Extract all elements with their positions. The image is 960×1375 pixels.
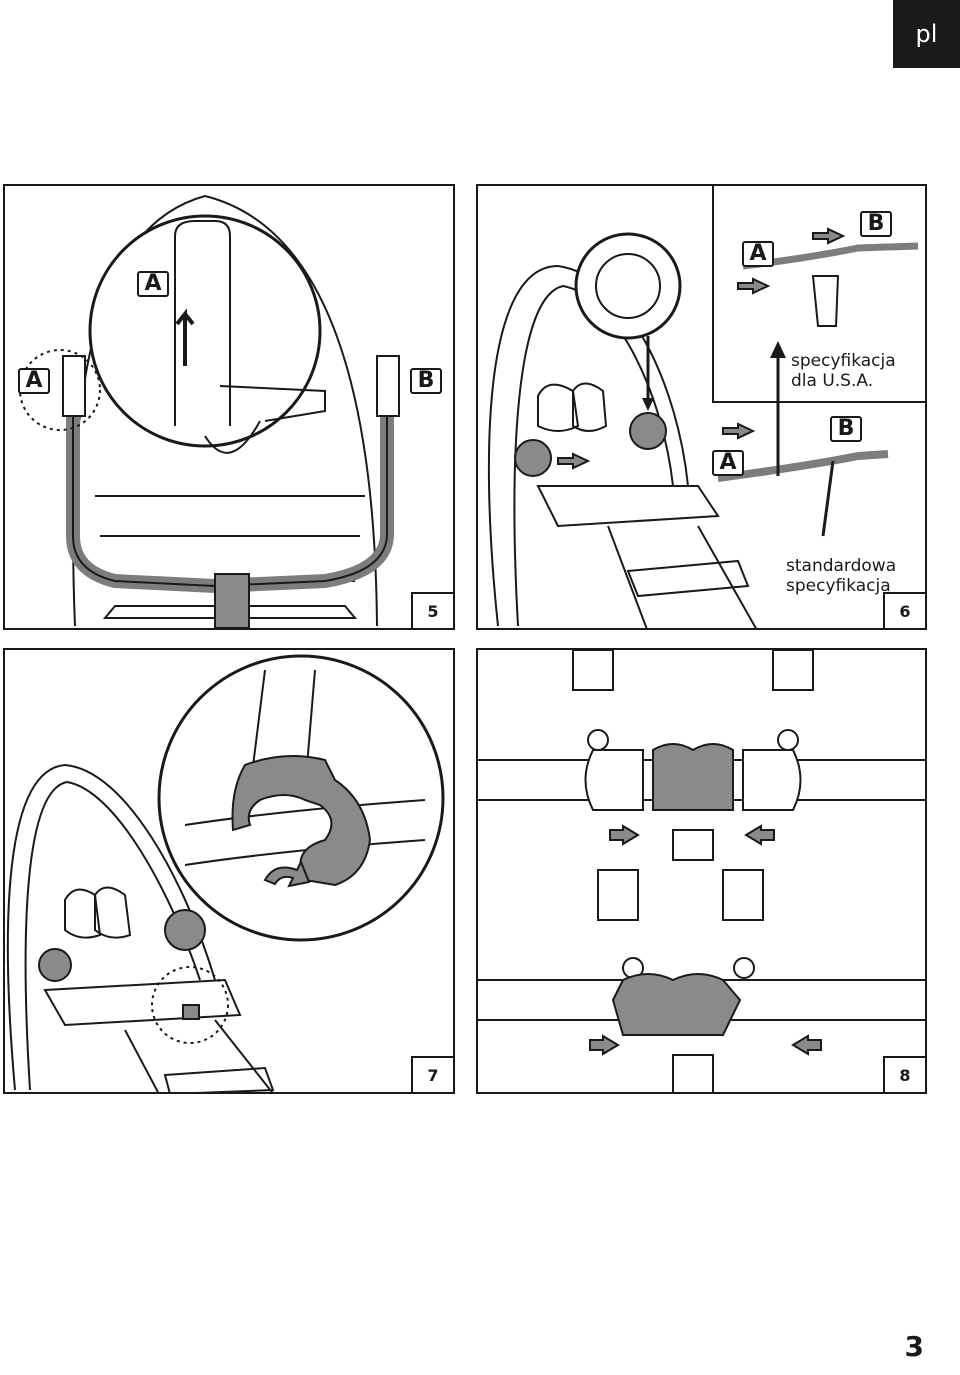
rotate-arrow (263, 859, 311, 888)
step-5-number: 5 (411, 592, 453, 628)
inset-arrow-a (737, 277, 771, 295)
pull-arrow-left (589, 1034, 620, 1056)
buckle-highlight-circle (151, 966, 229, 1044)
step-5-panel: A A B 5 (3, 184, 455, 630)
step-8-panel: 8 (476, 648, 927, 1094)
label-a-usa: A (742, 241, 774, 267)
language-tab: pl (893, 0, 960, 68)
step-5-illustration (19, 194, 400, 628)
step-6-panel: A B A B specyfikacja dla U.S.A. standard… (476, 184, 927, 630)
step-7-number: 7 (411, 1056, 453, 1092)
label-b-usa: B (860, 211, 892, 237)
label-b: B (410, 368, 442, 394)
pin-zoom-circle (574, 232, 682, 340)
caption-usa-spec: specyfikacja dla U.S.A. (791, 351, 896, 391)
step-8-illustration (478, 650, 925, 1092)
pull-arrow-right (791, 1034, 822, 1056)
pull-arrow-left (557, 452, 591, 470)
detail-highlight-circle (19, 349, 101, 431)
label-b-standard: B (830, 416, 862, 442)
caption-standard-spec: standardowa specyfikacja (786, 556, 897, 596)
label-a: A (18, 368, 50, 394)
pull-arrow-a (722, 422, 756, 440)
buckle-center-closed (652, 743, 734, 811)
step-6-number: 6 (883, 592, 925, 628)
step-7-panel: 7 (3, 648, 455, 1094)
label-a-zoom: A (137, 271, 169, 297)
label-a-standard: A (712, 450, 744, 476)
step-7-illustration (6, 654, 445, 1092)
zoom-detail-circle (88, 214, 322, 448)
page-number: 3 (904, 1330, 924, 1363)
up-arrow (175, 308, 195, 366)
push-arrow-left (609, 824, 640, 846)
inset-arrow-b (812, 227, 846, 245)
buckle-center-released (611, 973, 742, 1036)
push-arrow-right (744, 824, 775, 846)
language-label: pl (915, 20, 938, 48)
step-8-number: 8 (883, 1056, 925, 1092)
buckle-clip (231, 755, 372, 887)
